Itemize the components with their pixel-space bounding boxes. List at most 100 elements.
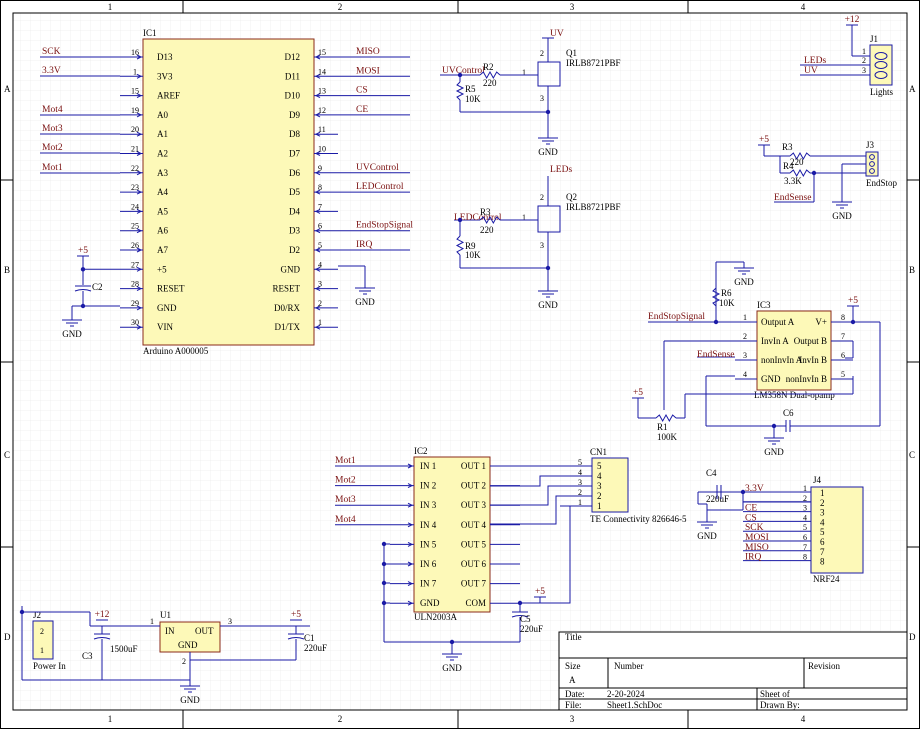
ic2-body (413, 456, 491, 613)
cn1-pin-number: 1 (578, 498, 582, 507)
c1-value: 220uF (304, 643, 327, 653)
ic3-pin-name: InvIn A (761, 336, 789, 346)
ic1-pin-number: 15 (318, 48, 326, 57)
ic1-pin-number: 16 (131, 48, 139, 57)
net-label: Mot3 (42, 124, 63, 134)
ic2-pin-name: IN 1 (420, 461, 436, 471)
j4-pin-name: 5 (820, 527, 825, 537)
ic1-pin-name: RESET (272, 284, 300, 294)
r2-ref: R2 (483, 62, 494, 72)
pin-arrow (136, 170, 143, 176)
r2-value: 220 (483, 78, 497, 88)
pin-arrow (407, 581, 414, 587)
junction-dot (771, 423, 777, 429)
j4-value: NRF24 (813, 574, 840, 584)
pin-arrow (407, 483, 414, 489)
ic1-pin-name: RESET (157, 284, 185, 294)
u1-pin: 1 (150, 617, 154, 626)
ic2-pin-name: OUT 4 (461, 520, 487, 530)
r6 (711, 287, 721, 307)
q1-ref: Q1 (566, 48, 577, 58)
net-label: Mot1 (42, 163, 63, 173)
ic2-pin-name: IN 3 (420, 500, 437, 510)
q2-ref: Q2 (566, 192, 577, 202)
ic2-ref: IC2 (414, 446, 428, 456)
q2-pin: 1 (522, 213, 526, 222)
ic1-pin-number: 3 (318, 280, 322, 289)
ic1-pin-name: A2 (157, 149, 168, 159)
ic1-pin-name: D2 (289, 245, 300, 255)
ic1-pin-number: 26 (131, 241, 139, 250)
cn1-pin-name: 4 (597, 471, 602, 481)
power-label: +5 (848, 296, 858, 306)
j4-pin-number: 1 (803, 484, 807, 493)
sheet-label: Sheet of (760, 689, 790, 699)
c5-value: 220uF (520, 624, 543, 634)
ic1-pin-name: 3V3 (157, 71, 173, 81)
u1-pin-name: OUT (195, 626, 214, 636)
ic1-pin-number: 27 (131, 260, 139, 269)
pin-arrow (314, 112, 321, 118)
r3b (789, 151, 811, 161)
cn1-ref: CN1 (590, 447, 607, 457)
r6-value: 10K (719, 298, 735, 308)
ic2-pin-name: OUT 1 (461, 461, 486, 471)
c1-ref: C1 (304, 633, 315, 643)
ic3-ref: IC3 (757, 300, 771, 310)
capacitor-plate (287, 637, 305, 640)
ic1-pin-number: 11 (318, 125, 326, 134)
pin-arrow (314, 324, 321, 330)
pin-arrow (136, 54, 143, 60)
j2-ref: J2 (33, 610, 41, 620)
junction-dot (381, 541, 387, 547)
net-label: MISO (356, 47, 380, 57)
j1-pin: 3 (862, 66, 866, 75)
j4-pin-number: 2 (803, 494, 807, 503)
ic1-pin-number: 21 (131, 145, 139, 154)
j4-pin-number: 5 (803, 523, 807, 532)
border-col-label: 1 (108, 2, 113, 12)
ic3-pin-name: Output A (761, 317, 795, 327)
r9 (455, 235, 465, 256)
j1-ref: J1 (870, 34, 878, 44)
pin-arrow (136, 151, 143, 156)
pin-arrow (407, 541, 414, 547)
ic1-pin-name: D11 (285, 71, 300, 81)
j1-net: LEDs (804, 56, 826, 66)
cn1-pin-number: 5 (578, 458, 582, 467)
r1-value: 100K (657, 432, 678, 442)
j4-pin-name: 8 (820, 557, 825, 567)
ic3-pin-name: nonInvIn B (786, 374, 827, 384)
ic3-pin-number: 4 (743, 370, 747, 379)
q1-pin: 3 (540, 94, 544, 103)
j4-pin-name: 4 (820, 517, 825, 527)
capacitor-plate (74, 289, 92, 292)
j1-net: UV (804, 66, 818, 76)
j1-contact (874, 71, 888, 79)
ic2-net: Mot3 (335, 495, 356, 505)
u1-pin: 2 (182, 657, 186, 666)
ic1-pin-number: 1 (133, 67, 137, 76)
net-label: CS (356, 86, 368, 96)
pin-arrow (136, 305, 143, 311)
ic1-pin-name: A4 (157, 187, 168, 197)
ground-label: GND (62, 329, 82, 339)
ground-label: GND (697, 531, 717, 541)
j3-r3-ref: R3 (782, 142, 793, 152)
ic2-net: Mot1 (335, 456, 356, 466)
ic3-pin-number: 8 (841, 313, 845, 322)
ic1-pin-name: D9 (289, 110, 300, 120)
ic1-pin-name: D7 (289, 149, 300, 159)
junction-dot (381, 561, 387, 567)
ic1-pin-name: GND (157, 303, 177, 313)
junction-dot (545, 109, 551, 115)
ic1-pin-name: D6 (289, 168, 300, 178)
ic1-pin-number: 2 (318, 299, 322, 308)
pin-arrow (314, 208, 321, 214)
ic1-pin-number: 8 (318, 183, 322, 192)
q1-value: IRLB8721PBF (566, 58, 621, 68)
pin-arrow (314, 54, 321, 60)
cn1-pin-name: 3 (597, 481, 602, 491)
ic1-pin-name: VIN (157, 322, 173, 332)
j4-pin-name: 3 (820, 508, 825, 518)
